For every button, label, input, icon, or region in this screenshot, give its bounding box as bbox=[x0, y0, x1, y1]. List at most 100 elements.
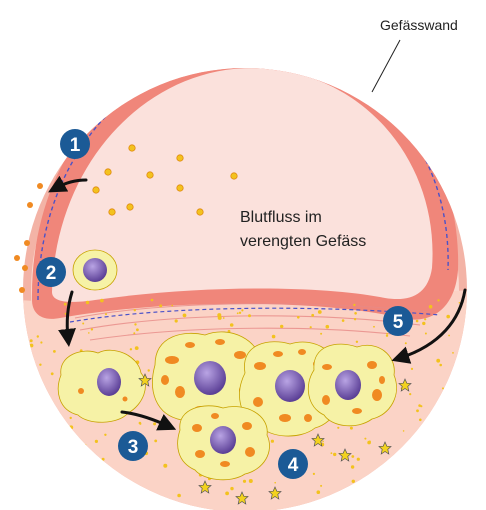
lipid-dot bbox=[230, 323, 234, 327]
lipid-dot bbox=[223, 317, 225, 319]
lipid-dot bbox=[337, 427, 339, 429]
lipid-dot bbox=[418, 436, 422, 440]
lipid-dot bbox=[30, 344, 34, 348]
lipid-dot bbox=[241, 309, 243, 311]
lipid-dot bbox=[351, 465, 354, 468]
lipid-dot bbox=[411, 368, 413, 370]
lipid-dot bbox=[30, 339, 33, 342]
wall-label: Gefässwand bbox=[380, 17, 458, 33]
lipid-dot bbox=[41, 406, 43, 408]
lipid-dot bbox=[32, 382, 35, 385]
lipid-dot bbox=[134, 309, 136, 311]
lipid-dot bbox=[351, 455, 354, 458]
lipid-dot bbox=[243, 480, 246, 483]
lipid-dot bbox=[297, 316, 300, 319]
lipid-dot bbox=[419, 419, 422, 422]
svg-text:3: 3 bbox=[128, 437, 139, 458]
lipid-dot bbox=[352, 480, 355, 483]
lipid-dot bbox=[410, 488, 413, 491]
lipid-dot bbox=[50, 486, 54, 490]
lipid-dot bbox=[442, 387, 444, 389]
lipid-dot bbox=[175, 319, 178, 322]
lipid-dot bbox=[320, 333, 322, 335]
lipid-dot bbox=[428, 425, 432, 429]
lipid-dot bbox=[311, 314, 314, 317]
lipid-dot bbox=[30, 494, 33, 497]
lipid-dot bbox=[437, 418, 439, 420]
lipid-dot bbox=[331, 452, 333, 454]
lipid-dot bbox=[63, 484, 65, 486]
lipid-dot bbox=[135, 346, 139, 350]
lipid-dot bbox=[437, 299, 439, 301]
lipid-dot bbox=[425, 333, 427, 335]
lipid-dot bbox=[392, 460, 396, 464]
lipid-dot bbox=[163, 464, 167, 468]
lipid-dot bbox=[354, 318, 356, 320]
lipid-dot bbox=[403, 430, 405, 432]
lipid-dot bbox=[445, 484, 449, 488]
lipid-dot bbox=[280, 325, 283, 328]
lipid-dot bbox=[32, 371, 35, 374]
lipid-dot bbox=[333, 495, 335, 497]
lipid-dot bbox=[420, 405, 422, 407]
lipid-dot bbox=[40, 341, 42, 343]
svg-text:2: 2 bbox=[46, 263, 57, 284]
lipid-dot bbox=[453, 388, 455, 390]
lipid-dot bbox=[367, 441, 371, 445]
lipid-dot bbox=[37, 335, 39, 337]
lipid-dot bbox=[446, 315, 450, 319]
lipid-dot bbox=[91, 328, 93, 330]
lipid-dot bbox=[353, 484, 356, 487]
lipid-dot bbox=[445, 478, 447, 480]
lipid-dot bbox=[320, 485, 322, 487]
lipid-dot bbox=[390, 490, 393, 493]
lipid-dot bbox=[448, 335, 450, 337]
lipid-dot bbox=[86, 462, 89, 465]
lipid-dot bbox=[342, 319, 345, 322]
lipid-dot bbox=[217, 313, 221, 317]
lipid-dot bbox=[456, 468, 459, 471]
lipid-dot bbox=[442, 421, 444, 423]
lipid-dot bbox=[133, 332, 135, 334]
lipid-dot bbox=[105, 313, 107, 315]
lipid-dot bbox=[64, 303, 67, 306]
marker-5: 5 bbox=[383, 306, 413, 336]
lipid-dot bbox=[248, 314, 251, 317]
lipid-dot bbox=[452, 352, 454, 354]
lipid-dot bbox=[183, 314, 187, 318]
lipid-dot bbox=[88, 332, 90, 334]
lipid-dot bbox=[353, 304, 355, 306]
svg-text:1: 1 bbox=[70, 135, 81, 156]
lipid-dot bbox=[272, 335, 276, 339]
lipid-dot bbox=[310, 326, 312, 328]
lipid-dot bbox=[159, 304, 162, 307]
lipid-dot bbox=[95, 440, 98, 443]
lipid-dot bbox=[171, 305, 173, 307]
lipid-dot bbox=[72, 474, 74, 476]
lipid-dot bbox=[274, 482, 276, 484]
lipid-dot bbox=[436, 359, 440, 363]
lipid-dot bbox=[230, 487, 233, 490]
lipid-dot bbox=[459, 302, 461, 304]
lipid-dot bbox=[317, 490, 321, 494]
lipid-dot bbox=[32, 450, 35, 453]
lipid-dot bbox=[239, 312, 241, 314]
lipid-dot bbox=[350, 427, 353, 430]
lipid-dot bbox=[53, 350, 56, 353]
lipid-dot bbox=[151, 299, 154, 302]
lipid-dot bbox=[422, 322, 425, 325]
lipid-dot bbox=[29, 396, 32, 399]
lipid-dot bbox=[271, 440, 274, 443]
lipid-dot bbox=[71, 454, 75, 458]
lipid-dot bbox=[368, 497, 370, 499]
lipid-dot bbox=[86, 301, 89, 304]
marker-4: 4 bbox=[278, 449, 308, 479]
lipid-dot bbox=[136, 328, 139, 331]
lipid-dot bbox=[70, 417, 72, 419]
lipid-dot bbox=[386, 335, 388, 337]
marker-1: 1 bbox=[60, 129, 90, 159]
lipid-dot bbox=[80, 478, 83, 481]
lipid-dot bbox=[66, 341, 68, 343]
lipid-dot bbox=[39, 364, 41, 366]
lipid-dot bbox=[373, 326, 375, 328]
